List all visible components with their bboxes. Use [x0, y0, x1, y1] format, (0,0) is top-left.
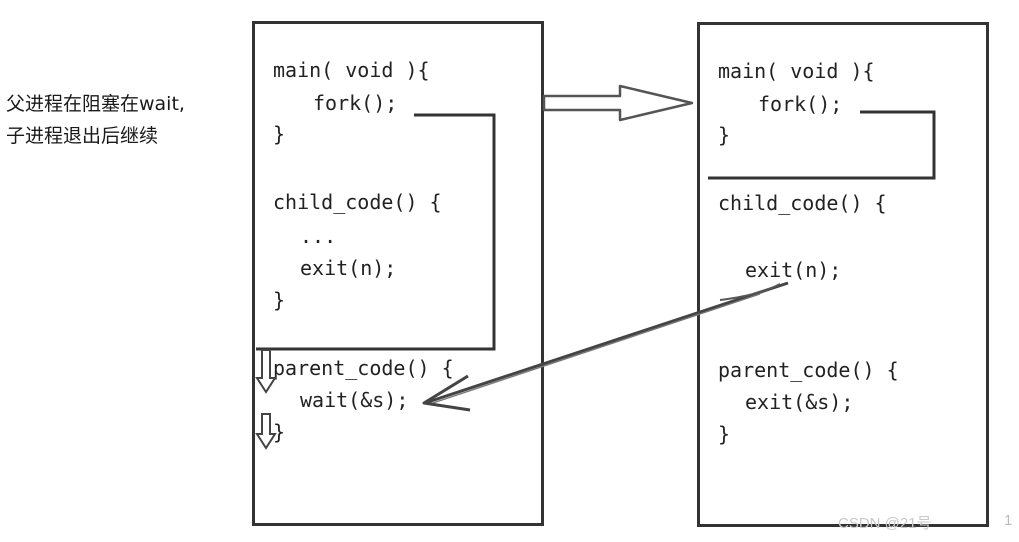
right-main-open: main( void ){ — [718, 59, 875, 83]
right-parent-open: parent_code() { — [718, 358, 899, 382]
right-code-panel — [697, 22, 989, 527]
left-main-close: } — [273, 122, 286, 146]
transition-arrow — [542, 84, 694, 122]
left-parent-close: } — [273, 420, 286, 444]
left-fork-bracket — [256, 113, 496, 351]
left-main-open: main( void ){ — [273, 58, 430, 82]
right-child-open: child_code() { — [718, 191, 887, 215]
watermark: CSDN @21号 — [838, 515, 932, 532]
parent-down-arrows — [255, 349, 277, 450]
page-number: 1 — [1004, 512, 1013, 529]
right-child-exit: exit(n); — [745, 258, 842, 282]
return-arrow-head — [422, 374, 471, 412]
left-child-open: child_code() { — [273, 190, 442, 214]
right-parent-close: } — [718, 422, 731, 446]
return-arrow-line — [427, 281, 789, 404]
left-fork-call: fork(); — [313, 91, 398, 115]
right-fork-bracket — [708, 110, 936, 180]
right-fork-call: fork(); — [758, 92, 843, 116]
left-child-close: } — [273, 288, 286, 312]
left-child-dots: ... — [300, 224, 337, 248]
right-exit-curl — [719, 283, 781, 301]
annotation-line-2: 子进程退出后继续 — [6, 125, 159, 147]
right-parent-exit: exit(&s); — [745, 390, 854, 414]
left-parent-wait: wait(&s); — [300, 388, 409, 412]
annotation-note: 父进程在阻塞在wait, 子进程退出后继续 — [6, 88, 185, 152]
right-main-close: } — [718, 123, 731, 147]
left-parent-open: parent_code() { — [273, 356, 454, 380]
left-child-exit: exit(n); — [300, 256, 397, 280]
annotation-line-1: 父进程在阻塞在wait, — [6, 93, 185, 115]
